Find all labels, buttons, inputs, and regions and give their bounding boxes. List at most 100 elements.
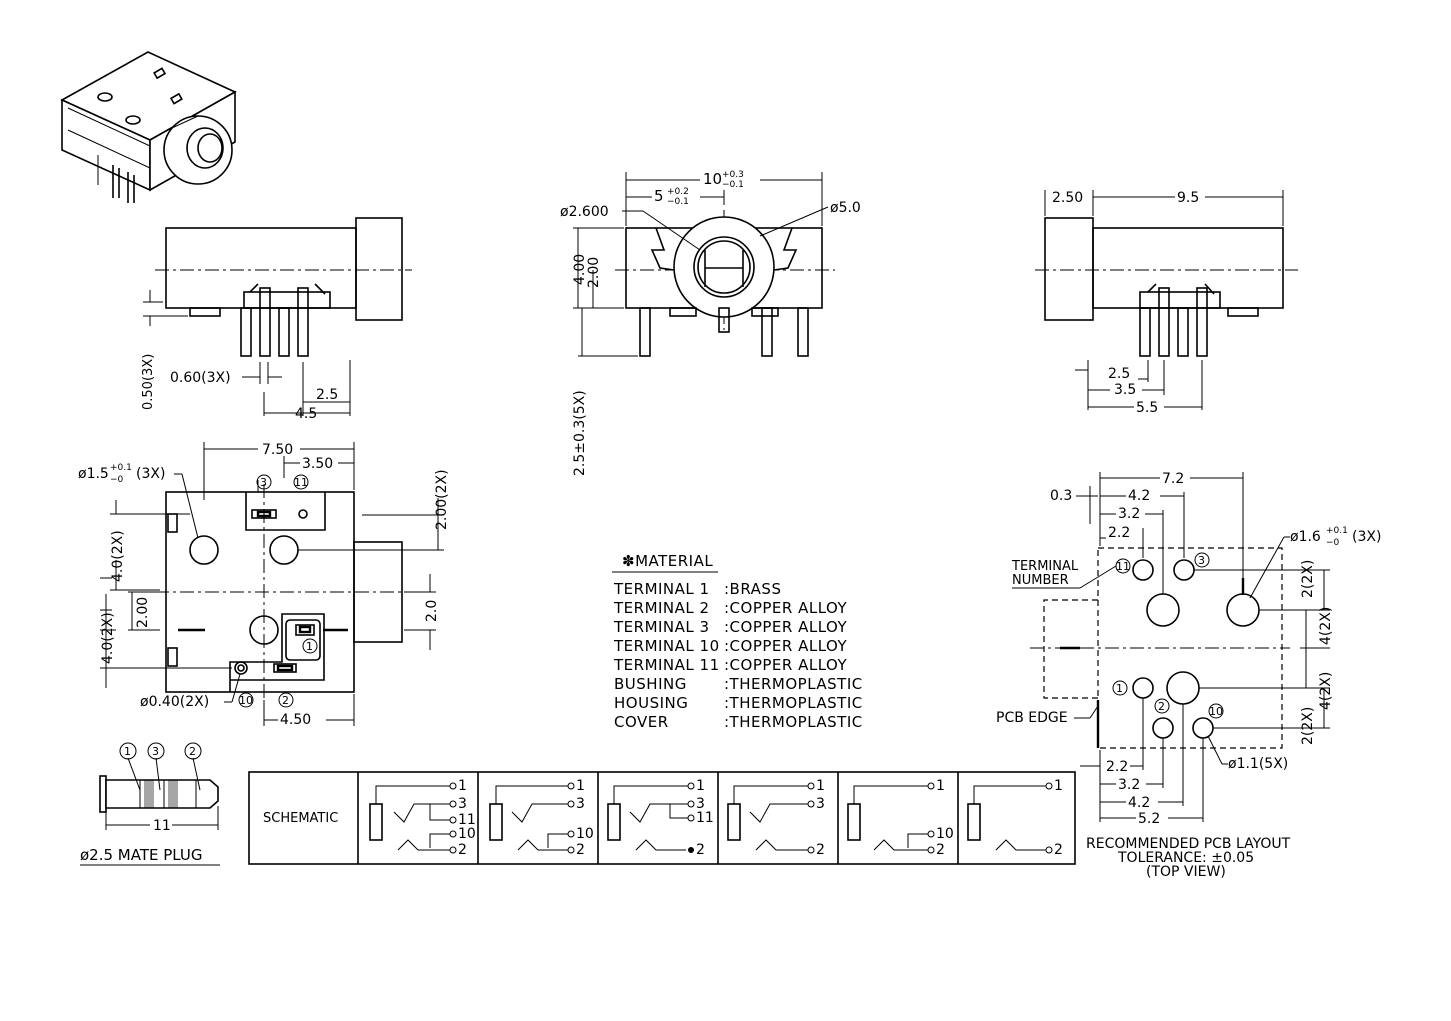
dim-450-bottom: 4.50 [280,712,311,728]
svg-text:2: 2 [936,842,945,858]
bottom-view: 7.50 3.50 ø1.5 +0.1 −0 (3X) 3 11 1 10 2 … [78,442,450,728]
pcb-dim-2-top-right: 2(2X) [1300,560,1316,598]
pcb-caption-3: (TOP VIEW) [1146,864,1226,880]
svg-text:10: 10 [936,826,954,842]
svg-text:3: 3 [816,796,825,812]
svg-text:(3X): (3X) [1352,529,1381,545]
bv-terminal-10: 10 [239,694,253,707]
dim-half-height: 2.00 [586,257,602,288]
svg-text:−0: −0 [1326,538,1340,548]
material-part-2: TERMINAL 2 [613,599,710,617]
svg-text:1: 1 [576,778,585,794]
pcb-dim-03: 0.3 [1050,488,1072,504]
material-table: ✽MATERIAL TERMINAL 1 :BRASS TERMINAL 2 :… [612,552,863,731]
dim-25-left: 2.5 [316,387,338,403]
svg-text:3: 3 [696,796,705,812]
schematic-cell-4: 1 3 2 [727,778,825,858]
dim-060: 0.60(3X) [170,370,231,386]
front-view: 10 +0.3 −0.1 5 +0.2 −0.1 ø2.600 ø5.0 4.0… [560,170,861,476]
pcb-layout: 7.2 0.3 4.2 3.2 2.2 TERMINAL NUMBER 11 3… [996,471,1381,880]
svg-text:1: 1 [816,778,825,794]
svg-text:−0.1: −0.1 [722,180,744,190]
dim-200-left: 2.00 [135,597,151,628]
material-value-4: :COPPER ALLOY [724,637,848,655]
pcb-dim-42-top: 4.2 [1128,488,1150,504]
dim-050: 0.50(3X) [141,354,156,410]
dim-200-2x: 2.00(2X) [434,469,450,530]
dim-40-bottom: 4.0(2X) [100,612,116,664]
svg-text:+0.2: +0.2 [667,187,689,197]
svg-text:3: 3 [458,796,467,812]
material-value-8: :THERMOPLASTIC [724,713,863,731]
plug-terminal-1: 1 [124,745,131,758]
bv-terminal-2: 2 [282,694,289,707]
material-value-7: :THERMOPLASTIC [724,694,863,712]
isometric-jack-view [60,51,237,203]
plug-label: ø2.5 MATE PLUG [80,846,203,864]
svg-text:10: 10 [576,826,594,842]
bv-terminal-11: 11 [294,476,308,489]
dim-40-top: 4.0(2X) [110,530,126,582]
pcb-dim-22-bottom: 2.2 [1106,759,1128,775]
pcb-small-hole: ø1.1(5X) [1228,756,1288,772]
dim-hole-inner: ø2.600 [560,204,609,220]
pcb-terminal-number-1: TERMINAL [1011,559,1079,574]
pcb-caption-1: RECOMMENDED PCB LAYOUT [1086,836,1291,852]
dim-peg: ø1.5 [78,466,109,482]
svg-text:2: 2 [1054,842,1063,858]
pcb-terminal-10: 10 [1209,705,1223,718]
pcb-terminal-2: 2 [1158,700,1165,713]
dim-height: 4.00 [572,254,588,285]
material-part-1: TERMINAL 1 [613,580,710,598]
material-heading: ✽MATERIAL [622,552,713,570]
material-part-3: TERMINAL 3 [613,618,710,636]
dim-350: 3.50 [302,456,333,472]
schematic-strip: SCHEMATIC 1 3 11 10 2 1 [248,771,1076,865]
side-view-left: 0.50(3X) 0.60(3X) 2.5 4.5 [141,217,412,422]
schematic-cell-1: 1 3 11 10 2 [369,778,476,858]
dim-750: 7.50 [262,442,293,458]
svg-text:−0.1: −0.1 [667,197,689,207]
pcb-big-hole: ø1.6 [1290,529,1321,545]
dim-55-right: 5.5 [1136,400,1158,416]
schematic-cell-2: 1 3 10 2 [489,778,594,858]
schematic-label: SCHEMATIC [263,811,338,826]
pcb-dim-42-bottom: 4.2 [1128,795,1150,811]
svg-text:2: 2 [458,842,467,858]
svg-text:2: 2 [816,842,825,858]
material-value-3: :COPPER ALLOY [724,618,848,636]
svg-text:+0.3: +0.3 [722,170,744,180]
svg-text:11: 11 [458,812,476,828]
pcb-dim-32-bottom: 3.2 [1118,777,1140,793]
pcb-terminal-11: 11 [1116,560,1130,573]
svg-text:3: 3 [576,796,585,812]
svg-text:1: 1 [458,778,467,794]
dim-20-bushing: 2.0 [424,600,440,622]
schematic-cell-6: 1 2 [967,778,1063,858]
pcb-edge-label: PCB EDGE [996,710,1068,726]
material-part-8: COVER [614,713,669,731]
svg-text:2: 2 [696,842,705,858]
material-part-4: TERMINAL 10 [613,637,720,655]
svg-text:−0: −0 [110,475,124,485]
plug-length: 11 [153,818,171,834]
dim-25-right: 2.5 [1108,366,1130,382]
dim-small-hole: ø0.40(2X) [140,694,209,710]
material-value-2: :COPPER ALLOY [724,599,848,617]
material-part-5: TERMINAL 11 [613,656,720,674]
svg-text:1: 1 [1054,778,1063,794]
side-view-right: 2.50 9.5 2.5 3.5 5.5 [1035,190,1298,416]
schematic-cell-5: 1 10 2 [847,778,954,858]
pcb-dim-4-bottom-right: 4(2X) [1318,672,1334,710]
dim-45-left: 4.5 [295,406,317,422]
material-value-5: :COPPER ALLOY [724,656,848,674]
dim-250: 2.50 [1052,190,1083,206]
dim-5: 5 [654,187,664,205]
bv-terminal-3: 3 [260,476,267,489]
plug-terminal-3: 3 [152,745,159,758]
svg-text:+0.1: +0.1 [1326,526,1348,536]
material-part-6: BUSHING [614,675,687,693]
plug-terminal-2: 2 [189,745,196,758]
material-part-7: HOUSING [614,694,688,712]
pcb-terminal-number-2: NUMBER [1012,573,1069,588]
